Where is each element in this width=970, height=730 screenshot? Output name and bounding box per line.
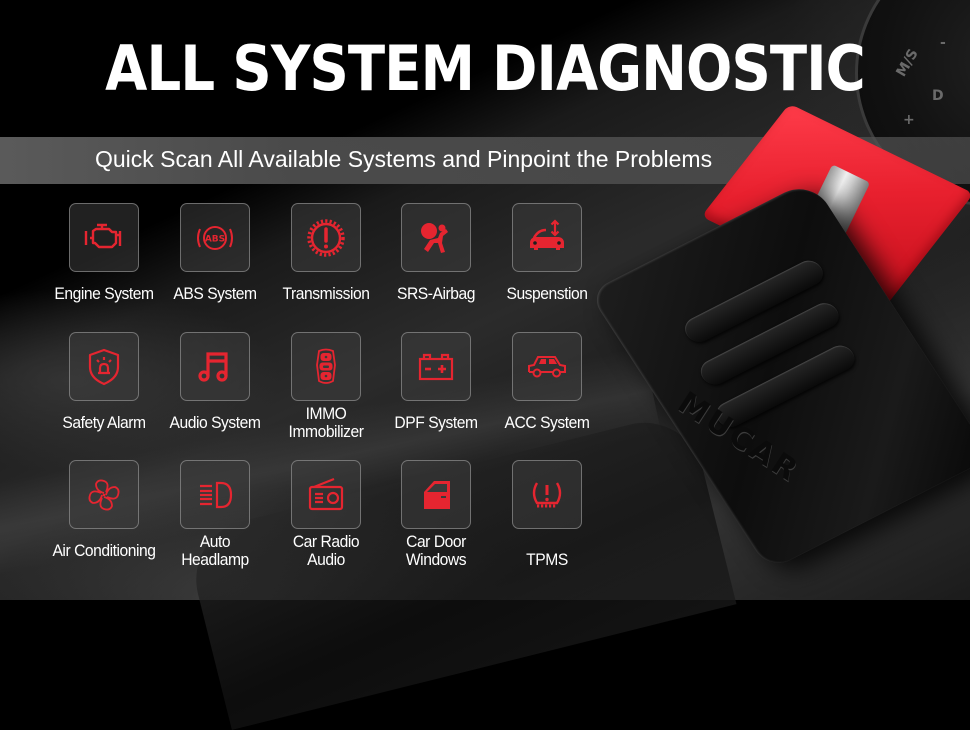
system-label: Auto Headlamp	[181, 532, 249, 569]
battery-icon	[401, 332, 471, 401]
key-fob-icon	[291, 332, 361, 401]
system-label: Car Door Windows	[405, 532, 467, 569]
transmission-gear-warning-icon	[291, 203, 361, 272]
fan-icon	[69, 460, 139, 529]
system-tile-audio: Audio System	[155, 332, 275, 432]
car-icon	[512, 332, 582, 401]
system-label: ABS System	[173, 284, 257, 303]
gauge-label-d: D	[932, 88, 944, 104]
music-note-icon	[180, 332, 250, 401]
system-tile-transmission: Transmission	[266, 203, 386, 303]
radio-icon	[291, 460, 361, 529]
obd-scanner-device: MUCAR	[588, 103, 970, 600]
system-tile-engine: Engine System	[44, 203, 164, 303]
system-tile-suspension: Suspenstion	[487, 203, 607, 303]
system-label: DPF System	[394, 413, 478, 432]
safety-alarm-shield-icon	[69, 332, 139, 401]
gauge-label-plus: +	[903, 112, 915, 128]
system-label: Suspenstion	[506, 284, 588, 303]
engine-icon	[69, 203, 139, 272]
car-door-icon	[401, 460, 471, 529]
system-tile-abs: ABS ABS System	[155, 203, 275, 303]
system-tile-car-door: Car Door Windows	[376, 460, 496, 569]
airbag-icon	[401, 203, 471, 272]
system-label: TPMS	[526, 550, 568, 569]
system-label: IMMO Immobilizer	[288, 404, 364, 441]
system-label: Air Conditioning	[52, 541, 156, 560]
tire-pressure-icon	[512, 460, 582, 529]
abs-icon: ABS	[180, 203, 250, 272]
system-label: SRS-Airbag	[397, 284, 475, 303]
system-label: Safety Alarm	[62, 413, 146, 432]
system-label: Engine System	[54, 284, 154, 303]
system-label: Audio System	[169, 413, 261, 432]
system-tile-srs-airbag: SRS-Airbag	[376, 203, 496, 303]
subtitle: Quick Scan All Available Systems and Pin…	[95, 146, 713, 172]
system-tile-air-conditioning: Air Conditioning	[44, 460, 164, 560]
system-tile-dpf: DPF System	[376, 332, 496, 432]
system-tile-car-radio: Car Radio Audio	[266, 460, 386, 569]
gauge-label-minus: -	[940, 35, 946, 51]
svg-text:ABS: ABS	[205, 234, 225, 244]
system-tile-safety-alarm: Safety Alarm	[44, 332, 164, 432]
system-label: Transmission	[282, 284, 370, 303]
system-label: ACC System	[504, 413, 590, 432]
system-tile-auto-headlamp: Auto Headlamp	[155, 460, 275, 569]
system-tile-acc: ACC System	[487, 332, 607, 432]
page-title: ALL SYSTEM DIAGNOSTIC	[105, 32, 866, 105]
system-tile-tpms: TPMS	[487, 460, 607, 569]
suspension-car-icon	[512, 203, 582, 272]
headlamp-icon	[180, 460, 250, 529]
system-tile-immo: IMMO Immobilizer	[266, 332, 386, 441]
system-label: Car Radio Audio	[292, 532, 360, 569]
